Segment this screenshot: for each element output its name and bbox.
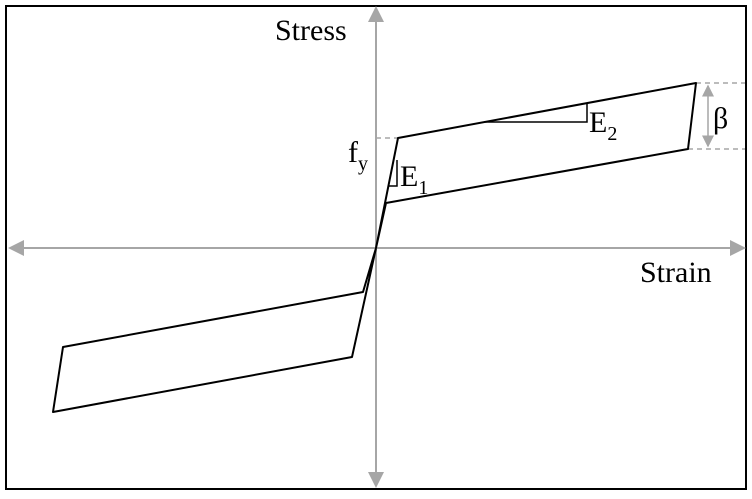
upper-loop (375, 82, 697, 249)
e2-slope-triangle (484, 104, 588, 123)
yield-label: fy (348, 136, 368, 175)
lower-loop (52, 247, 377, 413)
e2-label: E2 (589, 106, 617, 145)
beta-label: β (713, 102, 728, 135)
x-axis-label: Strain (640, 256, 712, 289)
y-axis-label: Stress (275, 14, 347, 47)
e1-label: E1 (400, 160, 428, 199)
e1-slope-triangle (389, 160, 398, 187)
